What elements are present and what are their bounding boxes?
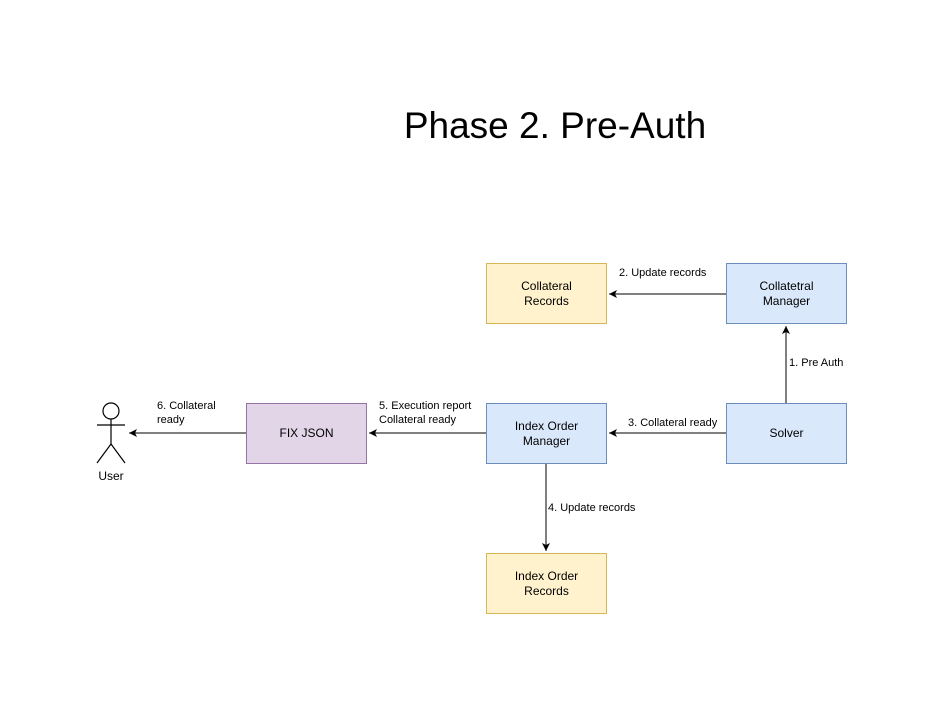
fix-json-node[interactable]: FIX JSON <box>246 403 367 464</box>
collateral-manager-label: Collatetral Manager <box>759 278 814 308</box>
user-label: User <box>98 469 124 483</box>
collateral-records-node[interactable]: Collateral Records <box>486 263 607 324</box>
edge-label-pre-auth: 1. Pre Auth <box>789 357 844 369</box>
fix-json-label: FIX JSON <box>279 426 334 440</box>
solver-node[interactable]: Solver <box>726 403 847 464</box>
edge-label-collateral-ready: 3. Collateral ready <box>628 417 718 429</box>
edge-label-update-index-records: 4. Update records <box>548 502 636 514</box>
edge-label-update-collateral-records: 2. Update records <box>619 267 707 279</box>
diagram-title: Phase 2. Pre-Auth <box>403 105 707 146</box>
solver-label: Solver <box>769 426 804 440</box>
edge-label-execution-report: 5. Execution report Collateral ready <box>379 400 472 426</box>
collateral-manager-node[interactable]: Collatetral Manager <box>726 263 847 324</box>
index-order-records-label: Index Order Records <box>514 568 579 598</box>
collateral-records-label: Collateral Records <box>521 278 572 308</box>
index-order-manager-node[interactable]: Index Order Manager <box>486 403 607 464</box>
edge-label-collateral-ready-user: 6. Collateral ready <box>157 400 216 426</box>
index-order-records-node[interactable]: Index Order Records <box>486 553 607 614</box>
user-actor-icon <box>96 402 126 464</box>
index-order-manager-label: Index Order Manager <box>514 418 579 448</box>
